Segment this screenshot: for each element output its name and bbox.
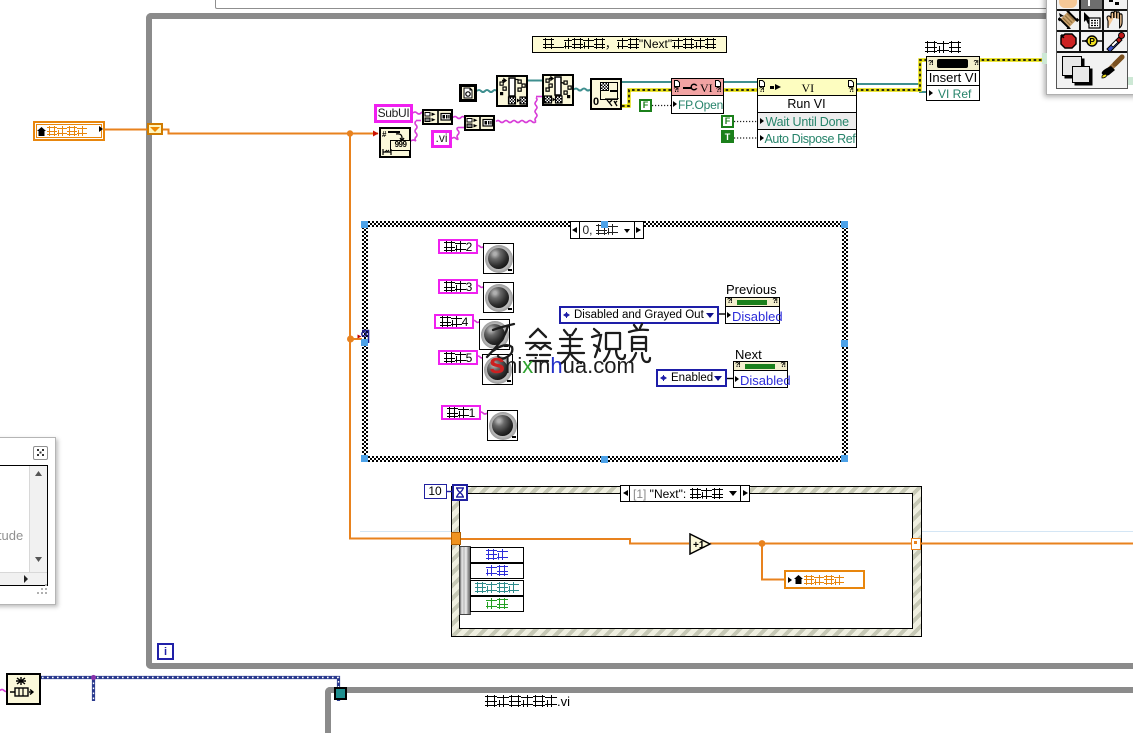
svg-text:P: P	[1089, 36, 1095, 46]
svg-text:+1: +1	[693, 540, 705, 551]
